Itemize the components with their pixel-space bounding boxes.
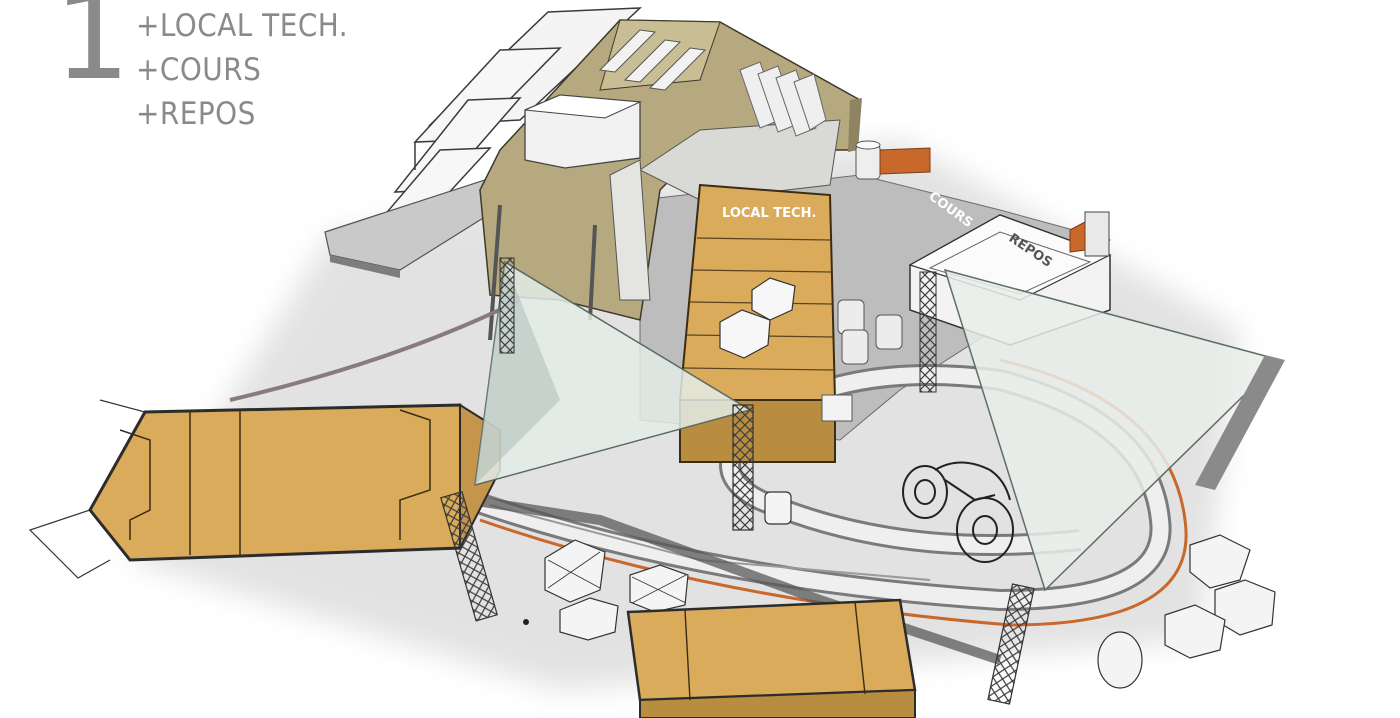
crates — [544, 491, 1276, 689]
barrels-middle — [821, 299, 903, 422]
truss-towers — [440, 404, 1035, 705]
section-number: 1 — [54, 0, 131, 107]
program-item-local-tech: +LOCAL TECH. — [136, 8, 349, 44]
shade-sail-right — [919, 268, 1285, 592]
grey-platform — [324, 174, 521, 278]
program-item-cours: +COURS — [136, 52, 262, 88]
program-item-repos: +REPOS — [136, 96, 256, 132]
khaki-main-building — [229, 19, 862, 402]
quad-bike-sketch — [902, 461, 1014, 563]
program-list: +LOCAL TECH. +COURS +REPOS — [136, 4, 348, 136]
label-local-tech: LOCAL TECH. — [722, 206, 816, 221]
bottom-container — [523, 598, 917, 718]
barrels-top — [855, 140, 931, 180]
shade-sail-left — [474, 257, 752, 487]
